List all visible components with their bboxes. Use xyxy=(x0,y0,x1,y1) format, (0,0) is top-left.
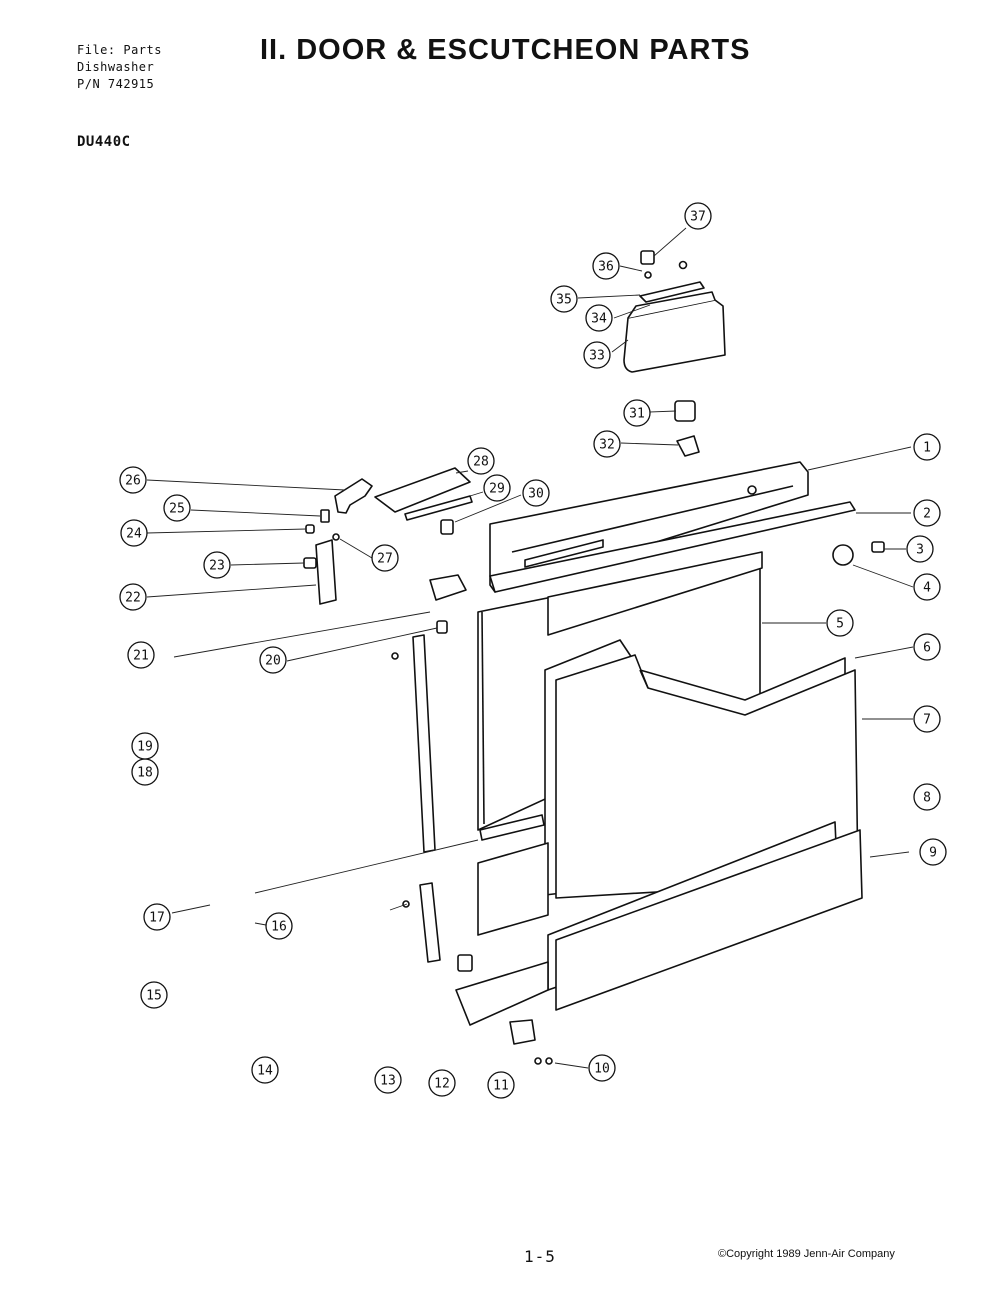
callout-circle-22 xyxy=(119,583,147,611)
callout-number-6: 6 xyxy=(923,641,931,656)
callout-number-1: 1 xyxy=(923,441,931,456)
callout-number-29: 29 xyxy=(489,482,505,497)
callout-number-17: 17 xyxy=(149,911,165,926)
callout-number-18: 18 xyxy=(137,766,153,781)
callout-number-12: 12 xyxy=(434,1077,450,1092)
callout-circle-2 xyxy=(913,499,941,527)
callout-number-9: 9 xyxy=(929,846,937,861)
callout-number-5: 5 xyxy=(836,617,844,632)
callout-circle-23 xyxy=(203,551,231,579)
side-trim-parts xyxy=(412,634,441,963)
callout-number-20: 20 xyxy=(265,654,281,669)
callout-number-33: 33 xyxy=(589,349,605,364)
control-box-part xyxy=(623,250,726,373)
callout-number-34: 34 xyxy=(591,312,607,327)
callout-circle-12 xyxy=(428,1069,456,1097)
callout-number-36: 36 xyxy=(598,260,614,275)
callout-circle-3 xyxy=(906,535,934,563)
callout-circle-1 xyxy=(913,433,941,461)
callout-number-7: 7 xyxy=(923,713,931,728)
callout-number-15: 15 xyxy=(146,989,162,1004)
callout-number-10: 10 xyxy=(594,1062,610,1077)
callout-number-23: 23 xyxy=(209,559,225,574)
callout-number-19: 19 xyxy=(137,740,153,755)
callout-circle-36 xyxy=(592,252,620,280)
callout-number-3: 3 xyxy=(916,543,924,558)
part-number-label: P/N 742915 xyxy=(77,77,155,91)
callout-circle-10 xyxy=(588,1054,616,1082)
control-knob-parts xyxy=(674,400,700,457)
callout-number-35: 35 xyxy=(556,293,572,308)
callout-circle-32 xyxy=(593,430,621,458)
callout-circle-29 xyxy=(483,474,511,502)
lower-bracket-parts xyxy=(455,814,549,1045)
callout-number-24: 24 xyxy=(126,527,142,542)
callout-circle-11 xyxy=(487,1071,515,1099)
callout-number-13: 13 xyxy=(380,1074,396,1089)
callout-circle-34 xyxy=(585,304,613,332)
callout-number-26: 26 xyxy=(125,474,141,489)
callout-circle-27 xyxy=(371,544,399,572)
file-label: File: Parts xyxy=(77,43,162,57)
callout-circle-30 xyxy=(522,479,550,507)
callout-number-8: 8 xyxy=(923,791,931,806)
callout-circle-33 xyxy=(583,341,611,369)
page-title: II. DOOR & ESCUTCHEON PARTS xyxy=(260,34,751,66)
callout-number-37: 37 xyxy=(690,210,706,225)
callout-number-27: 27 xyxy=(377,552,393,567)
page-number: 1-5 xyxy=(524,1247,556,1266)
callout-number-22: 22 xyxy=(125,591,141,606)
callout-circle-5 xyxy=(826,609,854,637)
copyright-notice: ©Copyright 1989 Jenn-Air Company xyxy=(718,1248,895,1260)
callout-number-31: 31 xyxy=(629,407,645,422)
callout-circle-26 xyxy=(119,466,147,494)
callout-number-2: 2 xyxy=(923,507,931,522)
callout-circle-21 xyxy=(127,641,155,669)
outer-door-panel-part xyxy=(544,639,859,899)
callout-number-28: 28 xyxy=(473,455,489,470)
callout-circle-16 xyxy=(265,912,293,940)
callout-circle-7 xyxy=(913,705,941,733)
callout-circle-6 xyxy=(913,633,941,661)
callout-circle-9 xyxy=(919,838,947,866)
callout-circle-17 xyxy=(143,903,171,931)
leader-lines xyxy=(146,227,914,1069)
callout-circle-37 xyxy=(684,202,712,230)
callout-circle-4 xyxy=(913,573,941,601)
callout-number-14: 14 xyxy=(257,1064,273,1079)
callout-circle-15 xyxy=(140,981,168,1009)
trim-strip-part xyxy=(489,501,856,593)
callout-circle-25 xyxy=(163,494,191,522)
callout-circle-14 xyxy=(251,1056,279,1084)
callout-circle-8 xyxy=(913,783,941,811)
callout-number-16: 16 xyxy=(271,920,287,935)
callout-markers: 1234567891011121314151617181920212223242… xyxy=(119,202,947,1099)
selector-knob-parts xyxy=(832,541,885,566)
product-label: Dishwasher xyxy=(77,60,155,74)
callout-number-32: 32 xyxy=(599,438,615,453)
callout-number-25: 25 xyxy=(169,502,185,517)
model-number: DU440C xyxy=(77,134,131,150)
panel-strip-part xyxy=(547,551,763,636)
callout-number-4: 4 xyxy=(923,581,931,596)
callout-circle-20 xyxy=(259,646,287,674)
callout-number-30: 30 xyxy=(528,487,544,502)
callout-circle-19 xyxy=(131,732,159,760)
callout-circle-35 xyxy=(550,285,578,313)
callout-circle-24 xyxy=(120,519,148,547)
callout-number-21: 21 xyxy=(133,649,149,664)
callout-circle-13 xyxy=(374,1066,402,1094)
callout-number-11: 11 xyxy=(493,1079,509,1094)
latch-hardware-parts xyxy=(303,467,553,1065)
callout-circle-31 xyxy=(623,399,651,427)
callout-circle-28 xyxy=(467,447,495,475)
